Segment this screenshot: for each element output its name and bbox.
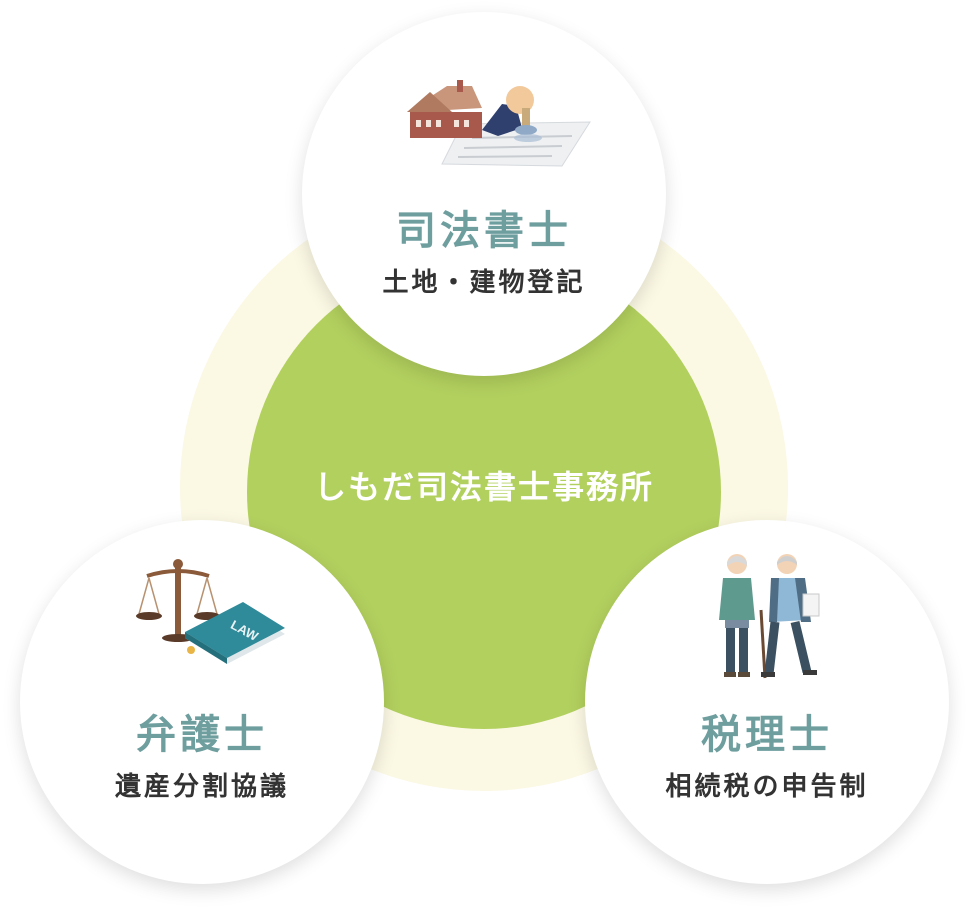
node-subtitle: 土地・建物登記 bbox=[382, 268, 586, 298]
node-title: 税理士 bbox=[701, 712, 833, 758]
node-title: 弁護士 bbox=[136, 712, 268, 758]
node-judicial-scrivener: 司法書士 土地・建物登記 bbox=[302, 12, 666, 376]
node-tax-accountant: 税理士 相続税の申告制 bbox=[585, 520, 949, 884]
node-subtitle: 遺産分割協議 bbox=[114, 772, 289, 802]
elderly-couple-icon bbox=[719, 554, 820, 679]
node-lawyer: LAW 弁護士 遺産分割協議 bbox=[20, 520, 384, 884]
node-subtitle: 相続税の申告制 bbox=[665, 772, 869, 802]
node-title: 司法書士 bbox=[396, 208, 572, 254]
center-title: しもだ司法書士事務所 bbox=[313, 468, 654, 506]
house-stamp-icon bbox=[407, 80, 591, 167]
scales-law-book-icon: LAW bbox=[136, 559, 285, 664]
